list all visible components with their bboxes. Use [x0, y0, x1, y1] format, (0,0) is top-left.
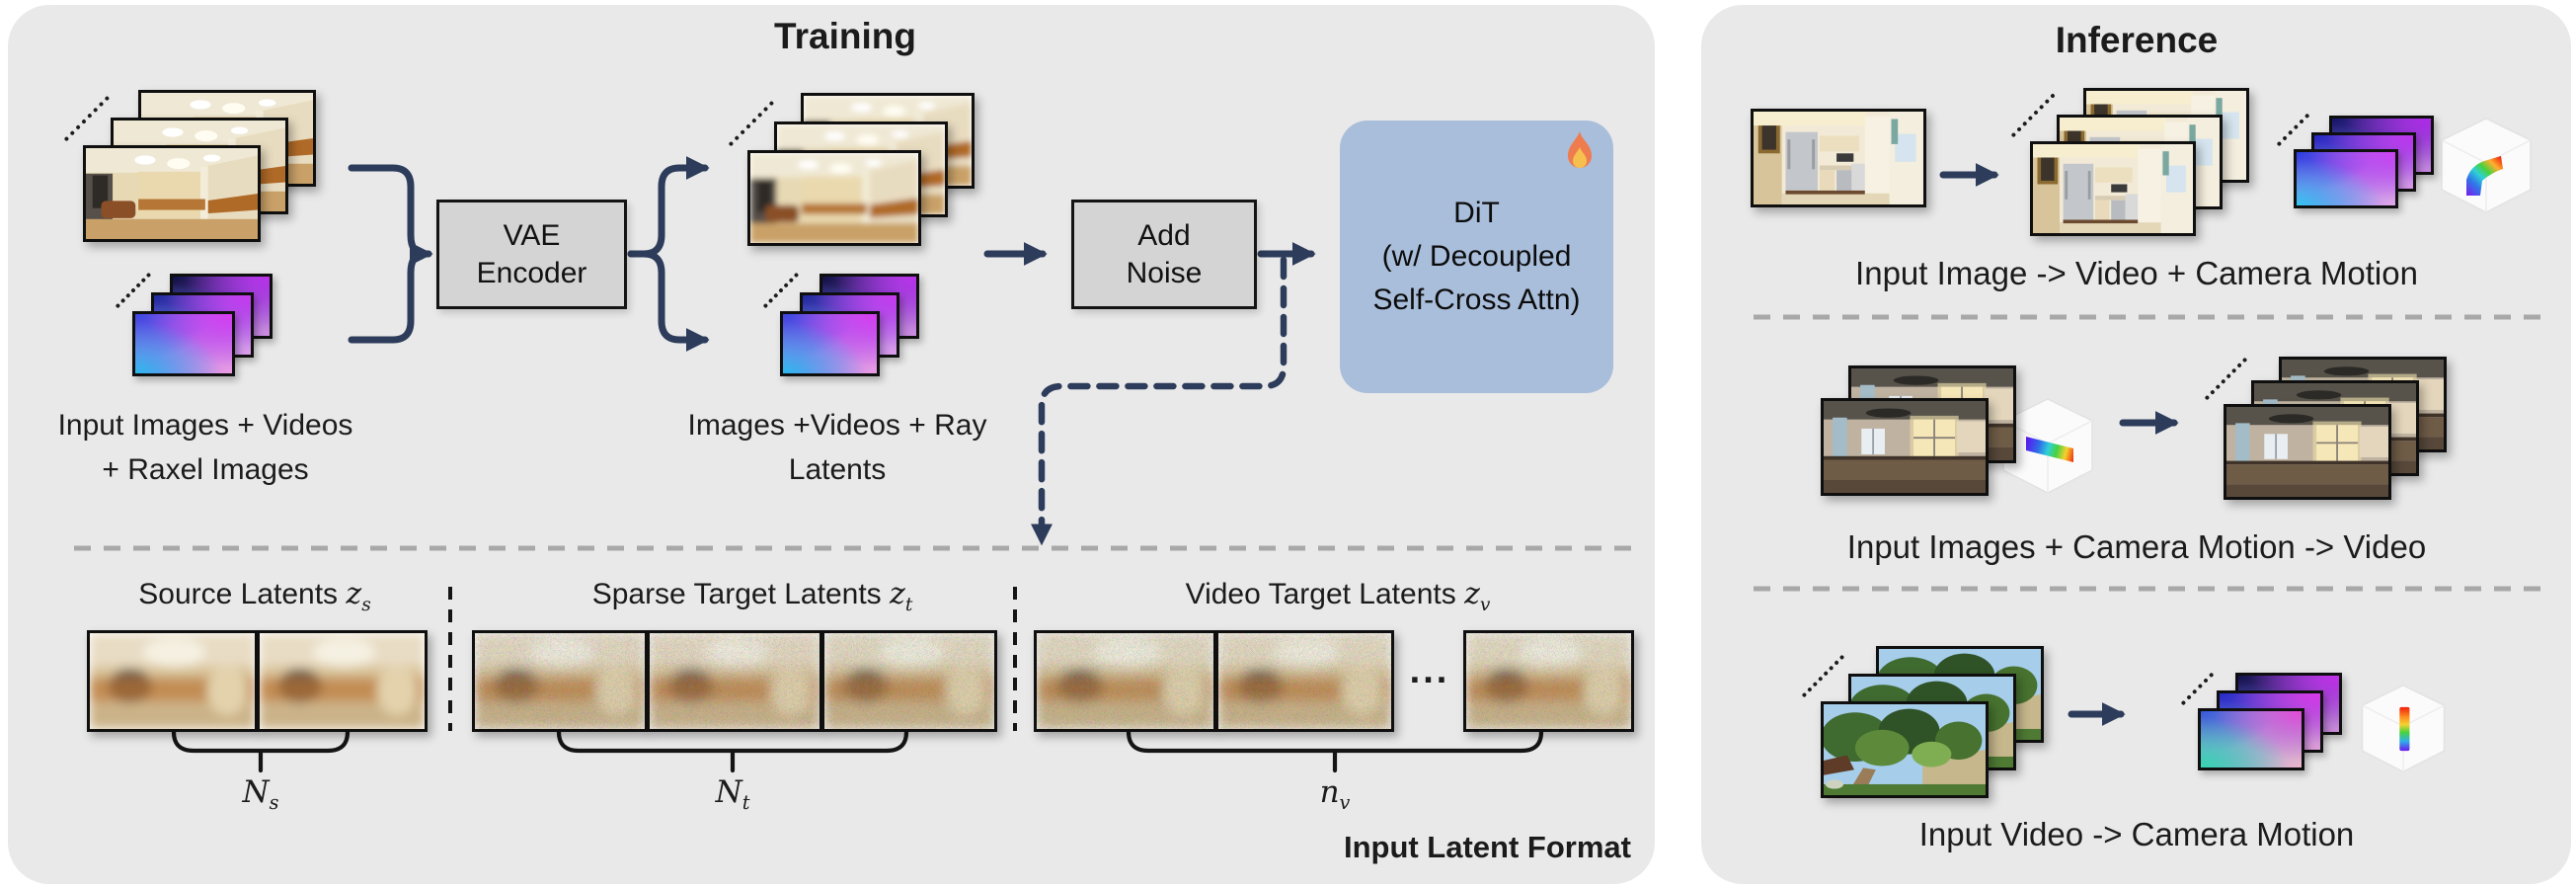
inference-output-video-stack-layer-0 [2224, 404, 2391, 500]
sparse-latent-frame [472, 630, 648, 732]
input-video-stack-layer-0 [1821, 701, 1989, 798]
input-images-label-line2: + Raxel Images [102, 453, 309, 486]
source-latent-frame [87, 630, 258, 732]
add-noise-label-line1: Add [1137, 218, 1191, 252]
video-latent-frame [1215, 630, 1394, 732]
vae-encoder-box: VAE Encoder [436, 200, 627, 309]
video-latents-title: Video Target Latents zv [1185, 577, 1491, 615]
image-latent-stack-layer-0 [747, 150, 921, 246]
input-latent-format-label: Input Latent Format [1343, 830, 1631, 864]
fire-icon [1562, 130, 1598, 176]
video-underbrace [1126, 729, 1544, 773]
training-title: Training [774, 16, 916, 56]
sparse-underbrace [556, 729, 909, 773]
dit-box: DiT (w/ Decoupled Self-Cross Attn) [1340, 121, 1613, 393]
merge-bracket-bottom [348, 250, 429, 344]
inference-row2-label: Input Images + Camera Motion -> Video [1846, 528, 2427, 565]
source-count-label: Ns [242, 774, 279, 815]
latents-label: Images +Videos + Ray Latents [640, 403, 1035, 492]
video-latents-ellipsis: ... [1409, 650, 1450, 691]
video-count-label: nv [1319, 774, 1351, 815]
input-image-stack-layer-0 [83, 145, 261, 242]
video-latent-frame [1463, 630, 1634, 732]
inference-input-images-layer-0 [1821, 398, 1989, 496]
sparse-latent-frame [647, 630, 822, 732]
source-latents-title: Source Latents zs [138, 577, 371, 615]
camera-motion-output-cube-icon [2354, 684, 2453, 774]
sparse-latents-title: Sparse Target Latents zt [591, 577, 913, 615]
dashed-feedback-arrow [1030, 256, 1288, 546]
input-images-label: Input Images + Videos + Raxel Images [18, 403, 393, 492]
input-images-label-line1: Input Images + Videos [57, 409, 353, 442]
ray-latent-stack-layer-0 [780, 311, 880, 376]
merge-bracket-top [348, 164, 429, 258]
inference-title: Inference [2055, 20, 2219, 60]
source-underbrace [171, 729, 351, 773]
add-noise-label-line2: Noise [1126, 256, 1203, 289]
split-bracket-bottom-arrow [627, 250, 710, 352]
inference-video-stack-layer-0 [2030, 141, 2196, 236]
inference-row1-label: Input Image -> Video + Camera Motion [1855, 255, 2418, 291]
add-noise-box: Add Noise [1071, 200, 1257, 309]
latents-label-line1: Images +Videos + Ray [687, 409, 987, 442]
inference-row3-label: Input Video -> Camera Motion [1918, 816, 2355, 852]
vae-encoder-label-line1: VAE [503, 218, 561, 252]
dit-label-line3: Self-Cross Attn) [1372, 283, 1581, 316]
inference-ray-stack-layer-0 [2294, 149, 2398, 208]
latents-label-line2: Latents [788, 453, 887, 486]
input-raxel-stack-layer-0 [132, 311, 235, 376]
camera-trajectory-cube-icon [2436, 117, 2537, 215]
sparse-latent-frame [821, 630, 997, 732]
source-latent-frame [257, 630, 428, 732]
dit-label-line1: DiT [1453, 197, 1500, 229]
video-latent-frame [1034, 630, 1216, 732]
inference-input-image [1751, 109, 1926, 207]
camera-motion-ray-stack-layer-0 [2198, 708, 2304, 770]
vae-encoder-label-line2: Encoder [476, 256, 587, 289]
sparse-count-label: Nt [715, 774, 750, 815]
split-bracket-top-arrow [627, 156, 710, 258]
dit-label-line2: (w/ Decoupled [1381, 240, 1572, 273]
